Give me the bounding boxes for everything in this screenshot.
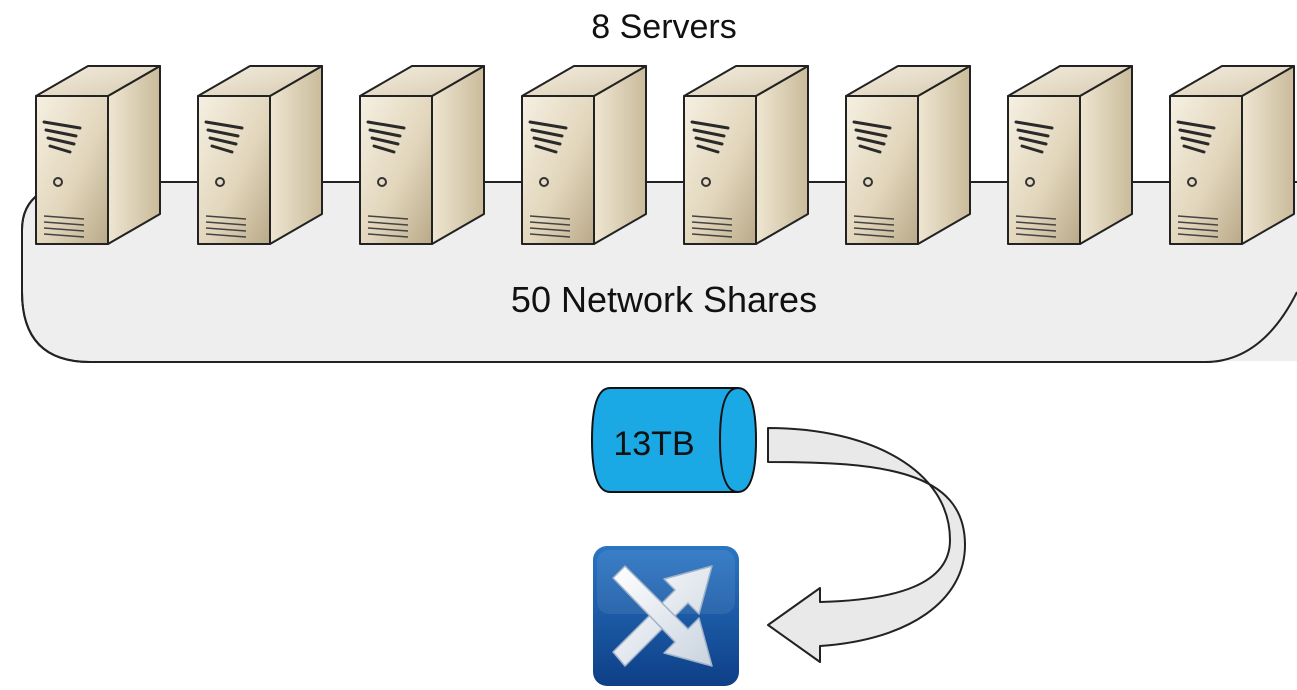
server-icon bbox=[845, 65, 971, 245]
storage-size-label: 13TB bbox=[613, 425, 694, 463]
curved-arrow-icon bbox=[767, 427, 966, 663]
server-icon bbox=[683, 65, 809, 245]
server-row bbox=[35, 65, 1295, 245]
storage-cylinder-icon: 13TB bbox=[590, 387, 758, 493]
network-shares-label: 50 Network Shares bbox=[511, 279, 817, 320]
server-icon bbox=[35, 65, 161, 245]
server-icon bbox=[359, 65, 485, 245]
server-icon bbox=[197, 65, 323, 245]
diagram-title: 8 Servers bbox=[591, 8, 737, 46]
server-icon bbox=[1169, 65, 1295, 245]
server-icon bbox=[1007, 65, 1133, 245]
server-icon bbox=[521, 65, 647, 245]
switch-icon bbox=[593, 546, 739, 686]
